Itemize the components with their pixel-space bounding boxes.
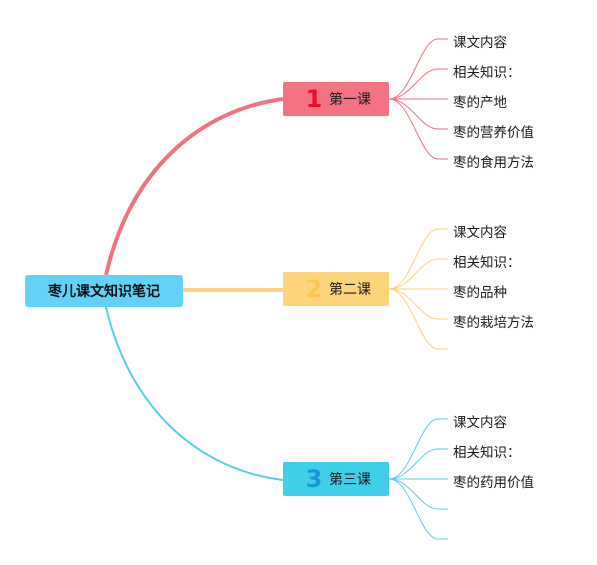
edge-lesson-2-topic-1: [388, 228, 448, 290]
edge-lesson-1-topic-2: [388, 68, 448, 100]
lesson-1-label: 第一课: [329, 92, 371, 108]
lesson-2-node[interactable]: 2 第二课: [283, 272, 389, 306]
lesson-3-label: 第三课: [329, 472, 371, 488]
edge-lesson-3-topic-2: [388, 448, 448, 480]
root-label: 枣儿课文知识笔记: [48, 284, 160, 300]
lesson-3-topic-1[interactable]: 课文内容: [453, 415, 507, 431]
edge-lesson-3-topic-4: [388, 478, 448, 510]
edge-lesson-2-topic-2: [388, 258, 448, 290]
edge-lesson-1-topic-5: [388, 98, 448, 160]
edge-root-lesson1: [104, 97, 284, 276]
edge-lesson-1-topic-1: [388, 38, 448, 100]
lesson-1-topic-1[interactable]: 课文内容: [453, 35, 507, 51]
root-node[interactable]: 枣儿课文知识笔记: [25, 275, 183, 307]
lesson-1-topic-3[interactable]: 枣的产地: [453, 95, 507, 111]
lesson-3-number: 3: [305, 465, 323, 493]
lesson-1-topic-2[interactable]: 相关知识：: [453, 65, 521, 81]
edge-lesson-1-topic-4: [388, 98, 448, 130]
lesson-3-topic-3[interactable]: 枣的药用价值: [453, 475, 534, 491]
edge-lesson-3-topic-5: [388, 478, 448, 540]
edge-lesson-2-topic-4: [388, 288, 448, 320]
lesson-2-label: 第二课: [329, 282, 371, 298]
lesson-1-topic-4[interactable]: 枣的营养价值: [453, 125, 534, 141]
lesson-2-topic-3[interactable]: 枣的品种: [453, 285, 507, 301]
edge-lesson-3-topic-1: [388, 418, 448, 480]
lesson-2-topic-4[interactable]: 枣的栽培方法: [453, 315, 534, 331]
lesson-2-topic-1[interactable]: 课文内容: [453, 225, 507, 241]
lesson-3-topic-2[interactable]: 相关知识：: [453, 445, 521, 461]
lesson-1-number: 1: [305, 85, 323, 113]
lesson-2-topic-2[interactable]: 相关知识：: [453, 255, 521, 271]
lesson-3-node[interactable]: 3 第三课: [283, 462, 389, 496]
lesson-1-node[interactable]: 1 第一课: [283, 82, 389, 116]
lesson-2-number: 2: [305, 275, 323, 303]
edge-lesson-2-topic-5: [388, 288, 448, 350]
edge-root-lesson3: [105, 306, 284, 481]
lesson-1-topic-5[interactable]: 枣的食用方法: [453, 155, 534, 171]
